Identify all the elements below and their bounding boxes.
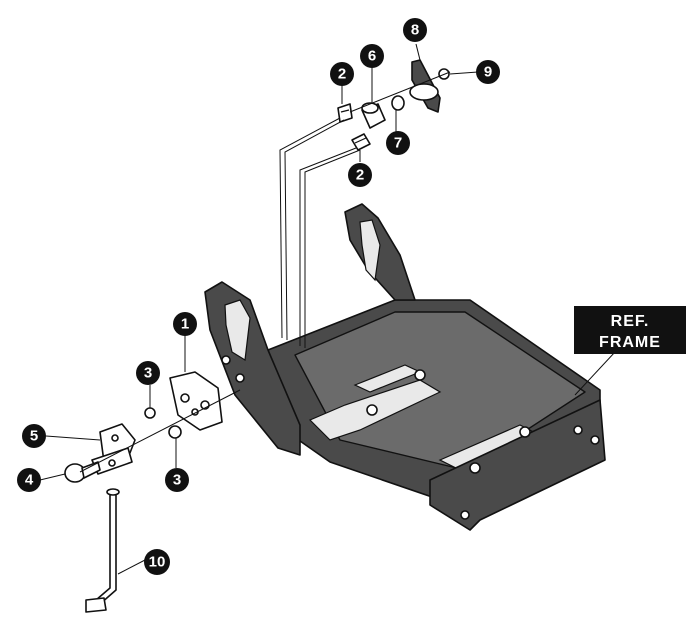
callout-9: 9	[476, 60, 500, 84]
svg-text:2: 2	[338, 66, 346, 83]
callout-10: 10	[144, 549, 170, 575]
svg-text:6: 6	[368, 48, 376, 65]
callout-6: 6	[360, 44, 384, 68]
nut-part-3-upper	[144, 407, 156, 419]
svg-text:3: 3	[173, 472, 181, 489]
bolt-part-2-upper	[337, 103, 353, 123]
callout-7: 7	[386, 131, 410, 155]
knob-part-8	[409, 59, 441, 113]
leader-lines	[39, 43, 616, 575]
callout-5: 5	[22, 424, 46, 448]
svg-text:2: 2	[356, 167, 364, 184]
bolt-part-2-lower	[351, 133, 371, 151]
knob-part-4	[64, 461, 101, 483]
callout-4: 4	[17, 468, 41, 492]
rod-part-10	[85, 488, 120, 613]
bracket-part-1	[169, 371, 223, 431]
callout-2-lower: 2	[348, 163, 372, 187]
svg-text:FRAME: FRAME	[599, 334, 661, 351]
nut-part-3-lower	[168, 425, 182, 439]
svg-text:10: 10	[149, 554, 166, 571]
ref-frame	[204, 203, 606, 531]
svg-text:7: 7	[394, 135, 402, 152]
svg-text:REF.: REF.	[611, 313, 650, 330]
callout-3-upper: 3	[136, 361, 160, 385]
washer-part-7	[391, 95, 405, 111]
callout-2-upper: 2	[330, 62, 354, 86]
svg-text:5: 5	[30, 428, 38, 445]
callout-1: 1	[173, 312, 197, 336]
svg-text:4: 4	[25, 472, 34, 489]
callout-3-lower: 3	[165, 468, 189, 492]
svg-text:8: 8	[411, 22, 419, 39]
ref-frame-label: REF. FRAME	[574, 306, 686, 354]
svg-text:9: 9	[484, 64, 492, 81]
spacer-part-6	[361, 102, 386, 129]
svg-text:1: 1	[181, 316, 189, 333]
callout-8: 8	[403, 18, 427, 42]
svg-text:3: 3	[144, 365, 152, 382]
